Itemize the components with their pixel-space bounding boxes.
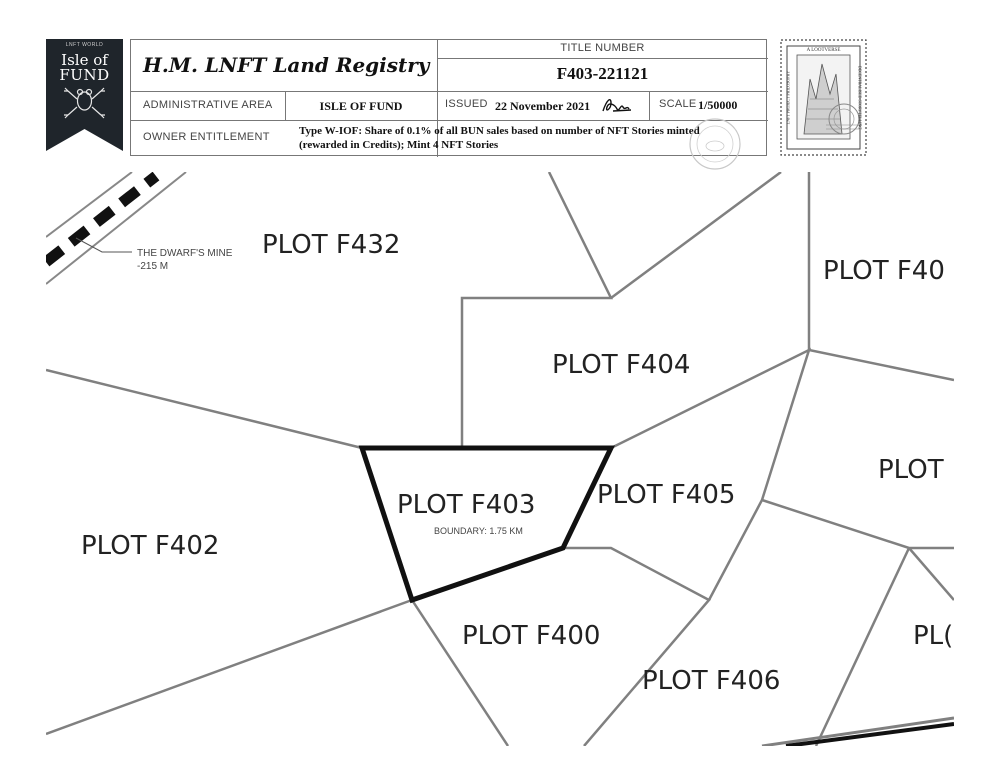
admin-area-value: ISLE OF FUND: [319, 99, 403, 113]
title-number-value: F403-221121: [556, 64, 649, 83]
plot-f40-label: PLOT F40: [823, 256, 945, 286]
plot-f406-label: PLOT F406: [642, 666, 780, 696]
mine-label-line2: -215 M: [137, 261, 168, 272]
stamp-left-text: LNFT PROJECT PHILOSOPHY: [785, 70, 791, 125]
postage-stamp: A LOOTVERSE LNFT PROJECT PHILOSOPHY DECE…: [780, 39, 867, 156]
plot-map-svg: THE DWARF'S MINE -215 M PLOT F432 PLOT F…: [46, 172, 954, 746]
badge-isle-text: Isle of: [61, 51, 108, 69]
scale-value: 1/50000: [698, 98, 738, 112]
owner-entitlement-line2: (rewarded in Credits); Mint 4 NFT Storie…: [299, 139, 499, 151]
round-seal-icon: [687, 116, 743, 172]
plot-f402-label: PLOT F402: [81, 531, 219, 561]
plot-boundaries: [46, 172, 954, 746]
issued-label: ISSUED: [445, 98, 488, 110]
plot-f404-label: PLOT F404: [552, 350, 690, 380]
mine-label-line1: THE DWARF'S MINE: [137, 248, 233, 259]
plot-right-mid-label: PLOT: [878, 455, 944, 485]
plot-right-low-label: PL(: [913, 621, 953, 651]
mine-road: [46, 172, 187, 285]
badge-fund-text: FUND: [59, 66, 110, 84]
plot-map: THE DWARF'S MINE -215 M PLOT F432 PLOT F…: [46, 172, 954, 746]
mine-leader-line: [75, 237, 132, 253]
admin-area-label: ADMINISTRATIVE AREA: [143, 99, 273, 111]
plot-f403-label: PLOT F403: [397, 490, 535, 520]
isle-of-fund-logo: LNFT WORLD Isle of FUND: [46, 39, 123, 151]
stamp-right-text: DECENTRALISED STORYTELLING: [857, 65, 863, 130]
badge-small-text: LNFT WORLD: [65, 42, 104, 48]
owner-entitlement-line1: Type W-IOF: Share of 0.1% of all BUN sal…: [299, 125, 700, 137]
signature-icon: [599, 93, 635, 117]
plot-f403-highlight: [358, 445, 615, 604]
issued-date: 22 November 2021: [495, 99, 591, 113]
plot-f403-boundary: BOUNDARY: 1.75 KM: [434, 526, 523, 536]
road-fragment: [785, 722, 954, 746]
plot-f405-label: PLOT F405: [597, 480, 735, 510]
owner-entitlement-label: OWNER ENTITLEMENT: [143, 131, 270, 143]
plot-f432-label: PLOT F432: [262, 230, 400, 260]
plot-f400-label: PLOT F400: [462, 621, 600, 651]
title-number-label: TITLE NUMBER: [560, 42, 645, 54]
registry-title: H.M. LNFT Land Registry: [143, 53, 430, 77]
scale-label: SCALE: [659, 98, 697, 110]
stamp-top-text: A LOOTVERSE: [806, 48, 841, 53]
title-header-table: H.M. LNFT Land Registry TITLE NUMBER F40…: [130, 39, 768, 170]
